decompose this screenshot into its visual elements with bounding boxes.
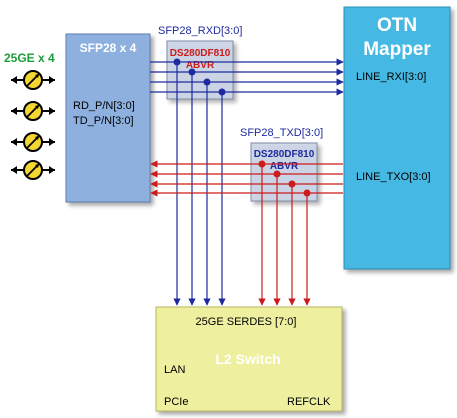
l2-switch-block <box>155 306 343 412</box>
otn-mapper-block <box>343 6 451 270</box>
rx-chip-line1: DS280DF810 <box>170 48 231 59</box>
tx-junction-2 <box>288 180 296 188</box>
otn-txo-label: LINE_TXO[3:0] <box>356 171 431 183</box>
port-icon-1 <box>11 101 55 121</box>
sfp-rd-label: RD_P/N[3:0] <box>73 100 135 112</box>
switch-lan-label: LAN <box>164 364 185 376</box>
txd-bus-label: SFP28_TXD[3:0] <box>240 127 323 139</box>
sfp-block <box>65 33 151 203</box>
rxd-bus-label: SFP28_RXD[3:0] <box>158 25 242 37</box>
sfp-td-label: TD_P/N[3:0] <box>73 115 134 127</box>
port-icon-2 <box>11 132 55 152</box>
tx-junction-1 <box>273 170 281 178</box>
ports-label: 25GE x 4 <box>4 51 55 65</box>
tx-junction-0 <box>258 160 266 168</box>
tx-chip-line1: DS280DF810 <box>254 149 315 160</box>
rx-chip-line2: ABVR <box>186 60 215 71</box>
port-icon-0 <box>11 70 55 90</box>
sfp-title: SFP28 x 4 <box>80 41 137 55</box>
rx-junction-3 <box>218 88 226 96</box>
tx-junction-3 <box>303 189 311 197</box>
rx-junction-1 <box>188 68 196 76</box>
switch-serdes-label: 25GE SERDES [7:0] <box>196 316 297 328</box>
rx-junction-2 <box>203 78 211 86</box>
otn-title-line2: Mapper <box>363 39 431 60</box>
rx-junction-0 <box>173 58 181 66</box>
otn-rxi-label: LINE_RXI[3:0] <box>356 71 426 83</box>
tx-chip-line2: ABVR <box>270 161 299 172</box>
port-icon-3 <box>11 160 55 180</box>
switch-refclk-label: REFCLK <box>287 396 331 408</box>
switch-pcie-label: PCIe <box>164 396 188 408</box>
switch-title: L2 Switch <box>215 351 280 367</box>
otn-title-line1: OTN <box>377 15 417 36</box>
